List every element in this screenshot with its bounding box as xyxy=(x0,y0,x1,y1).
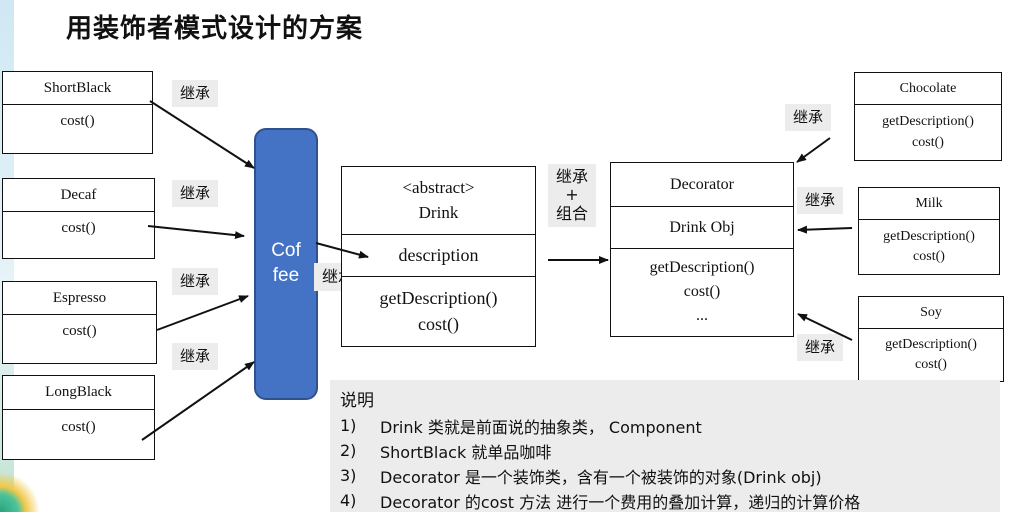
arrow-espresso-coffee xyxy=(156,295,249,331)
drink-name: Drink xyxy=(418,202,459,222)
class-method: cost() xyxy=(60,113,95,129)
notes-item-num: 4) xyxy=(340,491,357,510)
inherit-compose-badge: 继承 + 组合 xyxy=(548,164,597,228)
class-methods: getDescription() cost() xyxy=(859,220,999,274)
class-name: Soy xyxy=(859,297,1003,329)
drink-method: getDescription() xyxy=(379,287,498,308)
class-method: getDescription() xyxy=(883,228,975,244)
inherit-badge: 继承 xyxy=(172,343,219,371)
decorator-field: Drink Obj xyxy=(611,207,793,249)
badge-line: 组合 xyxy=(556,203,589,223)
class-method: cost() xyxy=(913,249,945,264)
class-method: cost() xyxy=(61,220,96,236)
notes-item-text: ShortBlack 就单品咖啡 xyxy=(380,442,552,462)
notes-item-num: 1) xyxy=(340,416,357,435)
class-method: cost() xyxy=(915,357,947,372)
slide-corner-decoration xyxy=(0,472,40,512)
class-name: ShortBlack xyxy=(3,72,152,105)
class-decorator: Decorator Drink Obj getDescription() cos… xyxy=(610,162,794,337)
drink-field: description xyxy=(342,235,535,277)
notes-item: 1) Drink 类就是前面说的抽象类， Component xyxy=(340,413,990,438)
coffee-label-line1: Cof xyxy=(271,240,301,262)
class-method: cost() xyxy=(62,323,97,339)
inherit-badge: 继承 xyxy=(797,334,844,362)
decorator-methods: getDescription() cost() ... xyxy=(611,249,793,335)
notes-item: 3) Decorator 是一个装饰类，含有一个被装饰的对象(Drink obj… xyxy=(340,463,990,488)
notes-item-text: Decorator 是一个装饰类，含有一个被装饰的对象(Drink obj) xyxy=(380,467,822,487)
class-name: Espresso xyxy=(3,282,156,315)
badge-line: + xyxy=(565,185,579,205)
class-drink: <abstract> Drink description getDescript… xyxy=(341,166,536,347)
class-name: LongBlack xyxy=(3,376,154,410)
class-shortblack: ShortBlack cost() xyxy=(2,71,153,154)
notes-item-num: 3) xyxy=(340,466,357,485)
notes-item-num: 2) xyxy=(340,441,357,460)
coffee-label-line2: fee xyxy=(272,265,300,286)
notes-item: 2) ShortBlack 就单品咖啡 xyxy=(340,438,990,463)
class-name: Decaf xyxy=(3,179,154,212)
class-chocolate: Chocolate getDescription() cost() xyxy=(854,72,1002,161)
class-name: Milk xyxy=(859,188,999,220)
drink-header: <abstract> Drink xyxy=(342,167,535,235)
class-method: getDescription() xyxy=(885,336,977,352)
inherit-badge: 继承 xyxy=(797,187,844,215)
badge-line: 继承 xyxy=(556,167,589,186)
class-espresso: Espresso cost() xyxy=(2,281,157,364)
decorator-method: getDescription() xyxy=(649,259,755,276)
arrow-longblack-coffee xyxy=(141,361,255,441)
class-name: Chocolate xyxy=(855,73,1001,105)
notes-heading: 说明 xyxy=(340,391,374,411)
inherit-badge: 继承 xyxy=(172,180,219,208)
arrow-decaf-coffee xyxy=(147,225,245,240)
class-methods: getDescription() cost() xyxy=(855,105,1001,160)
decorator-method: cost() xyxy=(683,283,721,300)
drink-stereotype: <abstract> xyxy=(402,177,475,197)
class-methods: getDescription() cost() xyxy=(859,329,1003,381)
coffee-class-box: Cof fee xyxy=(254,128,318,400)
class-longblack: LongBlack cost() xyxy=(2,375,155,460)
slide-title: 用装饰者模式设计的方案 xyxy=(66,14,364,44)
inherit-badge: 继承 xyxy=(172,80,219,108)
arrow-chocolate-decorator xyxy=(796,137,831,163)
drink-method: cost() xyxy=(418,314,459,334)
arrow-shortblack-coffee xyxy=(149,100,255,169)
notes-item: 4) Decorator 的cost 方法 进行一个费用的叠加计算，递归的计算价… xyxy=(340,488,990,513)
class-method: cost() xyxy=(61,419,96,435)
class-method: getDescription() xyxy=(882,114,974,130)
inherit-badge: 继承 xyxy=(172,268,219,296)
inherit-badge: 继承 xyxy=(785,104,832,132)
decorator-method: ... xyxy=(696,307,708,324)
class-method: cost() xyxy=(912,134,944,150)
notes-panel: 说明 1) Drink 类就是前面说的抽象类， Component 2) Sho… xyxy=(330,380,1000,512)
notes-item-text: Decorator 的cost 方法 进行一个费用的叠加计算，递归的计算价格 xyxy=(380,492,861,512)
notes-item-text: Drink 类就是前面说的抽象类， Component xyxy=(380,417,702,437)
decorator-name: Decorator xyxy=(611,163,793,207)
drink-methods: getDescription() cost() xyxy=(342,277,535,345)
class-decaf: Decaf cost() xyxy=(2,178,155,259)
arrow-milk-decorator xyxy=(797,225,853,234)
class-milk: Milk getDescription() cost() xyxy=(858,187,1000,275)
class-soy: Soy getDescription() cost() xyxy=(858,296,1004,382)
